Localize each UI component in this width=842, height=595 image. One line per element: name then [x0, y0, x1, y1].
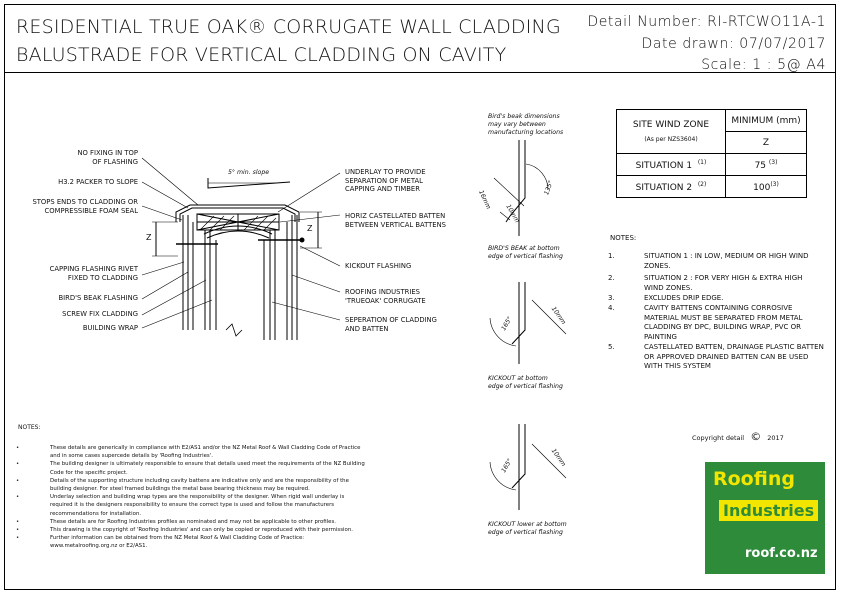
logo-line-1: Roofing	[713, 468, 795, 490]
note-line: recommendations for installation.	[50, 510, 142, 517]
detail-number: Detail Number: RI-RTCWO11A-1	[587, 14, 826, 30]
slope-line	[207, 178, 291, 189]
label-no-fixing: NO FIXING IN TOP OF FLASHING	[77, 149, 138, 166]
title-line-1: RESIDENTIAL TRUE OAK® CORRUGATE WALL CLA…	[16, 16, 561, 38]
note-line: •The building designer is ultimately res…	[16, 461, 365, 468]
logo-url: roof.co.nz	[745, 546, 818, 561]
table-row: SITUATION 2 (2) 100(3)	[616, 175, 807, 198]
frame-divider	[4, 72, 836, 73]
table-header-zone: SITE WIND ZONE (As per NZS3604)	[616, 109, 726, 154]
title-line-2: BALUSTRADE FOR VERTICAL CLADDING ON CAVI…	[16, 44, 507, 66]
label-castellated: HORIZ CASTELLATED BATTEN BETWEEN VERTICA…	[345, 212, 446, 229]
copyright-line: Copyright detail © 2017	[692, 430, 784, 443]
label-capping-rivet: CAPPING FLASHING RIVET FIXED TO CLADDING	[49, 265, 138, 282]
dim-z-right: Z	[307, 224, 313, 233]
table-row: SITUATION 1 (1) 75 (3)	[616, 153, 807, 176]
birds-beak-note: Bird's beak dimensions may vary between …	[488, 113, 564, 136]
label-stop-ends: STOPS ENDS TO CLADDING OR COMPRESSIBLE F…	[32, 198, 138, 215]
left-wall-cladding	[182, 215, 217, 330]
table-header-z: Z	[725, 131, 807, 154]
note-line: •These details are generically in compli…	[16, 445, 361, 451]
note-line: Code for the specific project.	[50, 469, 128, 476]
label-separation: SEPERATION OF CLADDING AND BATTEN	[345, 316, 437, 333]
wind-zone-table: SITE WIND ZONE (As per NZS3604) MINIMUM …	[616, 109, 807, 198]
logo-line-2: Industries	[719, 500, 819, 521]
copyright-text: Copyright detail	[692, 434, 745, 442]
top-capping	[175, 204, 300, 239]
note-line: •Further information can be obtained fro…	[16, 535, 305, 542]
kickout-caption-1: KICKOUT at bottom edge of vertical flash…	[488, 375, 563, 390]
scale: Scale: 1 : 5@ A4	[701, 57, 826, 73]
notes-right-heading: NOTES:	[610, 234, 637, 242]
copyright-icon: ©	[750, 430, 762, 443]
label-kickout: KICKOUT FLASHING	[345, 262, 412, 270]
notes-right-list: 1.SITUATION 1 : IN LOW, MEDIUM OR HIGH W…	[608, 252, 824, 371]
drawing-frame	[4, 4, 836, 590]
label-trueoak: ROOFING INDUSTRIES 'TRUEOAK' CORRUGATE	[345, 288, 426, 305]
table-header-min: MINIMUM (mm)	[725, 109, 807, 132]
note-line: required it is the designers responsibil…	[50, 502, 335, 509]
note-line: •This drawing is the copyright of 'Roofi…	[16, 527, 353, 534]
label-birds-beak: BIRD'S BEAK FLASHING	[58, 294, 138, 302]
birds-beak-caption: BIRD'S BEAK at bottom edge of vertical f…	[488, 245, 563, 260]
note-line: •Underlay selection and building wrap ty…	[16, 494, 345, 501]
slope-label: 5° min. slope	[228, 169, 270, 176]
kickout-caption-2: KICKOUT lower at bottom edge of vertical…	[488, 521, 567, 536]
date-drawn: Date drawn: 07/07/2017	[641, 36, 826, 52]
label-packer: H3.2 PACKER TO SLOPE	[58, 178, 138, 186]
roofing-industries-logo: Roofing Industries roof.co.nz	[705, 462, 825, 574]
label-underlay: UNDERLAY TO PROVIDE SEPARATION OF METAL …	[345, 168, 426, 193]
notes-bottom-heading: NOTES:	[18, 424, 41, 431]
right-wall-cladding	[263, 215, 298, 340]
notes-bottom-list: •These details are generically in compli…	[16, 444, 456, 551]
note-line: www.metalroofing.org.nz or E2/AS1.	[50, 543, 148, 550]
label-building-wrap: BUILDING WRAP	[82, 324, 138, 332]
note-line: •Details of the supporting structure inc…	[16, 477, 349, 484]
note-line: and in some cases supercede details by '…	[50, 453, 213, 460]
note-line: building designer. For steel framed buil…	[50, 486, 310, 493]
note-line: •These details are for Roofing Industrie…	[16, 518, 336, 525]
dim-z-left: Z	[146, 233, 152, 242]
copyright-year: 2017	[767, 434, 784, 442]
label-screw-fix: SCREW FIX CLADDING	[62, 310, 138, 318]
